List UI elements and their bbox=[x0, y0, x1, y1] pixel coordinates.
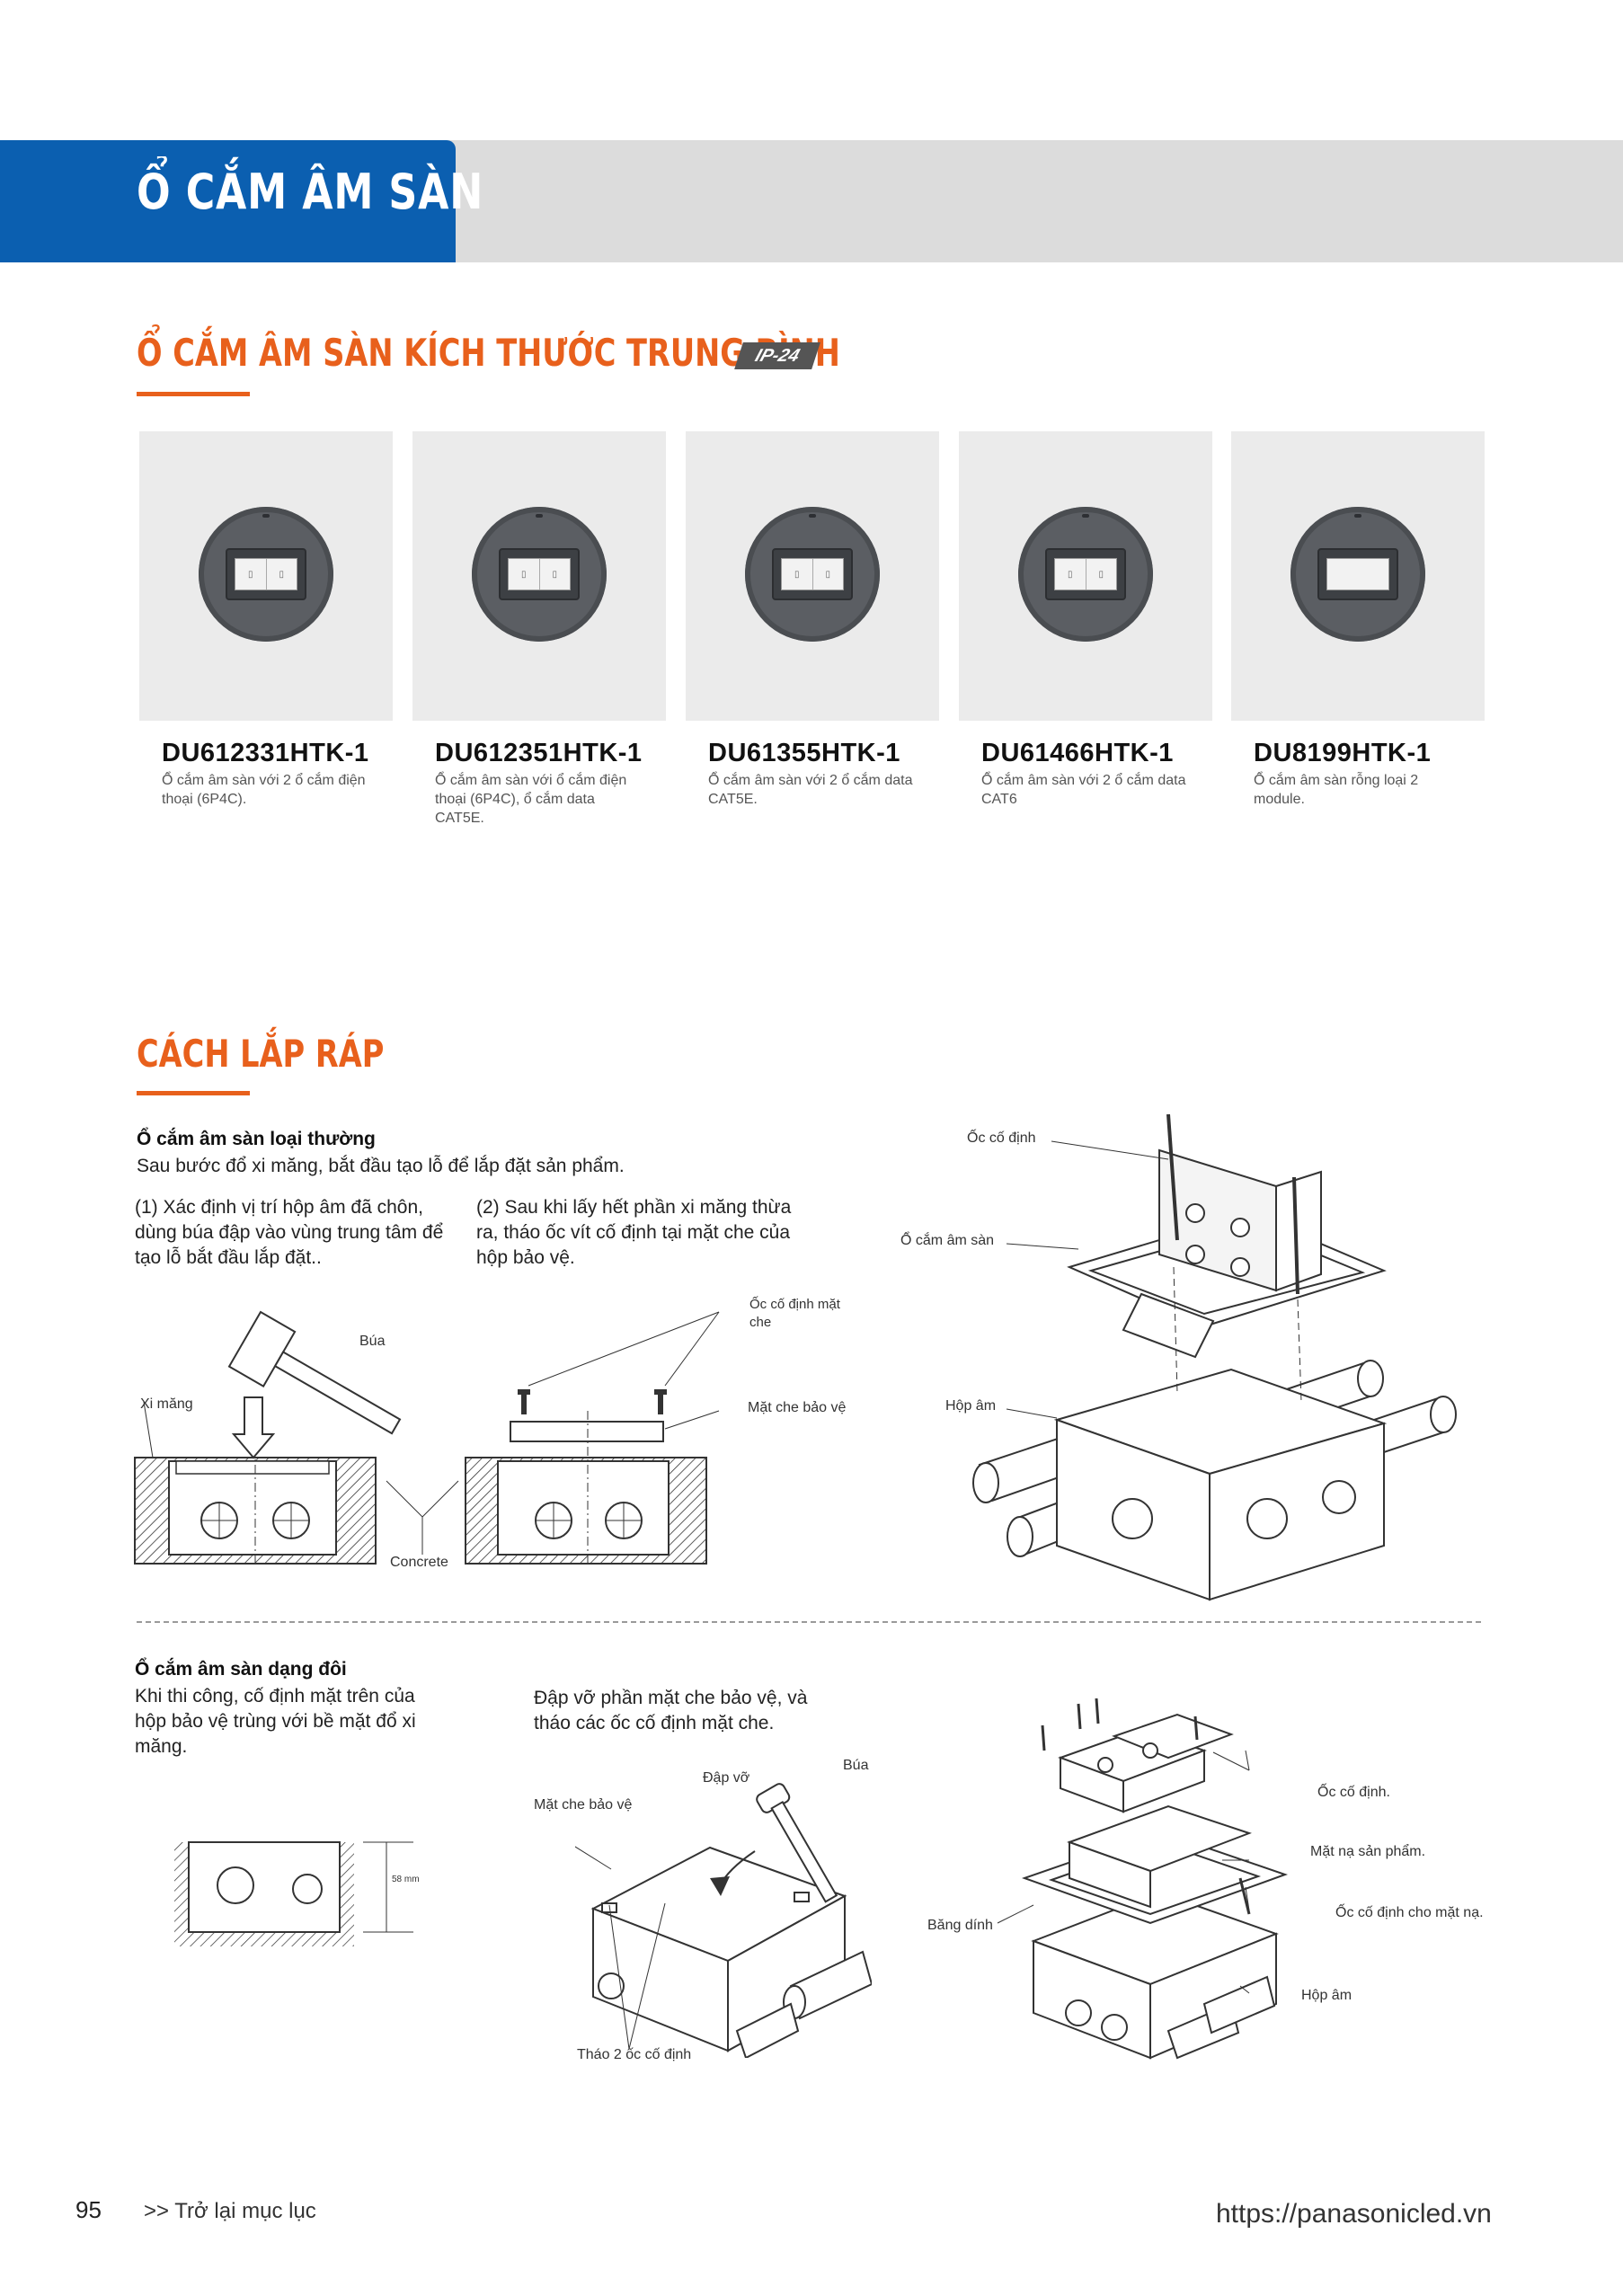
dimension-label: 58 mm bbox=[392, 1875, 420, 1884]
break-cover-diagram bbox=[575, 1783, 872, 2058]
product-code: DU61355HTK-1 bbox=[708, 739, 900, 767]
label-hammer-double: Búa bbox=[843, 1758, 869, 1773]
section-underline bbox=[137, 392, 250, 396]
label-cover-screw: Ốc cố định mặt che bbox=[749, 1297, 840, 1330]
label-floor-socket: Ổ cắm âm sàn bbox=[900, 1233, 995, 1248]
ip-rating-badge: IP-24 bbox=[734, 342, 820, 369]
floor-socket-exploded-diagram bbox=[972, 1113, 1457, 1601]
product-code: DU612351HTK-1 bbox=[435, 739, 643, 767]
label-flush-box: Hộp âm bbox=[945, 1398, 997, 1414]
double-socket-exploded-diagram bbox=[997, 1698, 1289, 2060]
product-description: Ổ cắm âm sàn rỗng loại 2 module. bbox=[1254, 773, 1419, 807]
header-title-block bbox=[0, 140, 456, 262]
label-cement: Xi măng bbox=[140, 1396, 193, 1412]
page-title: Ổ CẮM ÂM SÀN bbox=[137, 164, 484, 220]
product-description: Ổ cắm âm sàn với 2 ổ cắm data CAT5E. bbox=[708, 773, 913, 807]
install-normal-step1: (1) Xác định vị trí hộp âm đã chôn, dùng… bbox=[135, 1197, 444, 1268]
install-double-step: Đập vỡ phần mặt che bảo vệ, và tháo các … bbox=[534, 1688, 808, 1733]
install-normal-diagram bbox=[134, 1310, 720, 1565]
label-remove-screws: Tháo 2 ốc cố định bbox=[577, 2047, 692, 2062]
label-concrete: Concrete bbox=[390, 1555, 448, 1570]
label-protective-cover-double: Mặt che bảo vệ bbox=[534, 1797, 633, 1813]
label-fix-screw: Ốc cố định bbox=[967, 1130, 1036, 1146]
website-url[interactable]: https://panasonicled.vn bbox=[1216, 2199, 1492, 2229]
install-double-section-diagram bbox=[174, 1841, 413, 1946]
product-description: Ổ cắm âm sàn với ổ cắm điện thoại (6P4C)… bbox=[435, 773, 627, 826]
section-divider bbox=[137, 1621, 1481, 1623]
product-code: DU61466HTK-1 bbox=[981, 739, 1174, 767]
label-face-mask: Mặt nạ sản phẩm. bbox=[1310, 1844, 1426, 1859]
install-double-intro: Khi thi công, cố định mặt trên của hộp b… bbox=[135, 1686, 416, 1757]
label-break: Đập vỡ bbox=[703, 1770, 750, 1786]
product-image: ▯▯ bbox=[959, 431, 1212, 721]
label-mask-screw: Ốc cố định cho mặt nạ. bbox=[1335, 1905, 1484, 1920]
install-normal-heading: Ổ cắm âm sàn loại thường bbox=[137, 1129, 376, 1149]
product-image: ▯▯ bbox=[412, 431, 666, 721]
label-protective-cover: Mặt che bảo vệ bbox=[748, 1400, 847, 1415]
label-flush-box-double: Hộp âm bbox=[1301, 1988, 1352, 2003]
section-underline bbox=[137, 1091, 250, 1095]
label-tape: Băng dính bbox=[927, 1918, 993, 1933]
install-normal-step2: (2) Sau khi lấy hết phần xi măng thừa ra… bbox=[476, 1197, 792, 1268]
back-to-toc-link[interactable]: >> Trở lại mục lục bbox=[144, 2199, 316, 2223]
product-code: DU8199HTK-1 bbox=[1254, 739, 1432, 767]
product-image: ▯▯ bbox=[686, 431, 939, 721]
section-title-products: Ổ CẮM ÂM SÀN KÍCH THƯỚC TRUNG BÌNH bbox=[137, 331, 840, 375]
section-title-install: CÁCH LẮP RÁP bbox=[137, 1032, 385, 1076]
product-code: DU612331HTK-1 bbox=[162, 739, 369, 767]
label-fix-screw-double: Ốc cố định. bbox=[1317, 1785, 1390, 1800]
install-normal-intro: Sau bước đổ xi măng, bắt đầu tạo lỗ để l… bbox=[137, 1156, 625, 1176]
product-image: ▯▯ bbox=[139, 431, 393, 721]
page-number: 95 bbox=[75, 2196, 102, 2223]
label-hammer: Búa bbox=[359, 1334, 386, 1349]
product-description: Ổ cắm âm sàn với 2 ổ cắm điện thoại (6P4… bbox=[162, 773, 366, 807]
install-double-heading: Ổ cắm âm sàn dạng đôi bbox=[135, 1659, 347, 1680]
product-description: Ổ cắm âm sàn với 2 ổ cắm data CAT6 bbox=[981, 773, 1186, 807]
product-image bbox=[1231, 431, 1485, 721]
